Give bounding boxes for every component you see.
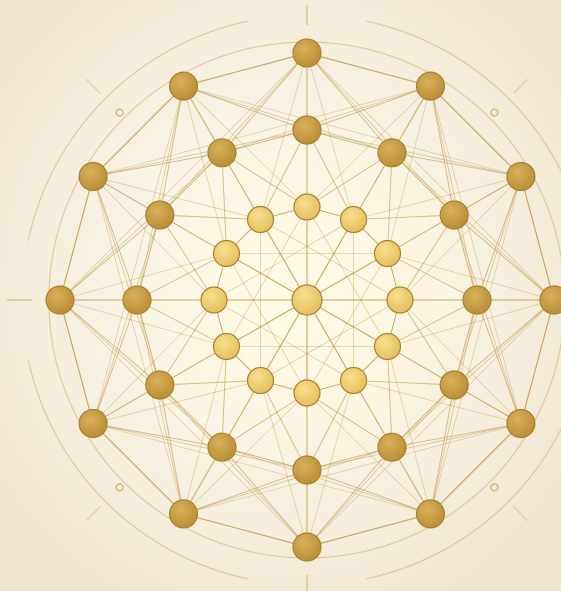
middle-node: [378, 139, 406, 167]
outer-node: [507, 410, 535, 438]
middle-node: [293, 116, 321, 144]
inner-node: [201, 287, 227, 313]
outer-node: [417, 500, 445, 528]
outer-node: [170, 72, 198, 100]
inner-node: [248, 207, 274, 233]
middle-node: [463, 286, 491, 314]
middle-node: [208, 433, 236, 461]
inner-node: [341, 368, 367, 394]
middle-node: [208, 139, 236, 167]
middle-node: [440, 201, 468, 229]
middle-node: [123, 286, 151, 314]
outer-node: [293, 533, 321, 561]
outer-node: [293, 39, 321, 67]
inner-node: [375, 241, 401, 267]
inner-node: [294, 194, 320, 220]
center-node: [292, 285, 322, 315]
middle-node: [146, 371, 174, 399]
inner-node: [214, 241, 240, 267]
inner-node: [387, 287, 413, 313]
middle-node: [293, 456, 321, 484]
outer-node: [507, 163, 535, 191]
outer-node: [417, 72, 445, 100]
inner-node: [294, 380, 320, 406]
middle-node: [146, 201, 174, 229]
middle-node: [378, 433, 406, 461]
outer-node: [46, 286, 74, 314]
outer-node: [79, 163, 107, 191]
inner-node: [375, 334, 401, 360]
outer-node: [170, 500, 198, 528]
middle-node: [440, 371, 468, 399]
inner-node: [214, 334, 240, 360]
inner-node: [248, 368, 274, 394]
outer-node: [79, 410, 107, 438]
inner-node: [341, 207, 367, 233]
